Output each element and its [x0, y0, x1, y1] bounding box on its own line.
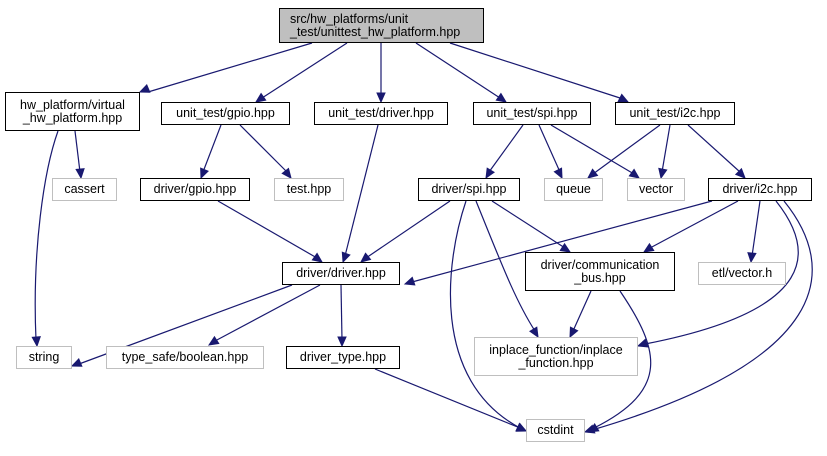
node-driver-type[interactable]: driver_type.hpp	[286, 346, 400, 369]
arrowhead-icon	[553, 167, 563, 180]
arrowhead-icon	[559, 242, 572, 253]
node-cstdint[interactable]: cstdint	[526, 419, 585, 442]
node-string[interactable]: string	[16, 346, 72, 369]
node-driver-gpio[interactable]: driver/gpio.hpp	[140, 178, 250, 201]
edge-ut-i2c-to-vector	[661, 124, 671, 173]
arrowhead-icon	[75, 168, 85, 180]
arrowhead-icon	[628, 168, 640, 179]
edge-ut-i2c-to-queue	[592, 124, 661, 175]
node-vector[interactable]: vector	[627, 178, 685, 201]
arrowhead-icon	[376, 92, 386, 104]
arrowhead-icon	[254, 92, 267, 103]
node-driver-spi[interactable]: driver/spi.hpp	[418, 178, 520, 201]
arrowhead-icon	[200, 167, 209, 180]
edge-drv-spi-to-drv-driver	[365, 200, 451, 259]
arrowhead-icon	[360, 252, 372, 263]
node-root-unittest-hw-platform[interactable]: src/hw_platforms/unit _test/unittest_hw_…	[279, 8, 484, 43]
edge-drv-i2c-to-etl-vector	[751, 200, 761, 257]
arrowhead-icon	[485, 167, 495, 180]
edge-root-to-ut-spi	[415, 42, 501, 99]
arrowhead-icon	[337, 336, 347, 348]
arrowhead-icon	[569, 326, 579, 339]
node-unit-test-spi[interactable]: unit_test/spi.hpp	[473, 102, 591, 125]
edge-ut-spi-to-drv-spi	[488, 124, 524, 173]
edge-drv-driver-to-boolean	[214, 284, 321, 342]
node-unit-test-gpio[interactable]: unit_test/gpio.hpp	[161, 102, 290, 125]
arrowhead-icon	[311, 252, 323, 263]
edge-comm-bus-to-inplace-fn	[572, 290, 592, 332]
edge-ut-driver-to-drv-driver	[344, 124, 379, 257]
arrowhead-icon	[734, 167, 746, 179]
edge-drv-i2c-to-drv-driver	[411, 200, 713, 283]
edge-drv-spi-to-inplace-fn	[475, 200, 536, 332]
edge-ut-i2c-to-drv-i2c	[687, 124, 741, 173]
edge-driver-type-to-cstdint	[374, 368, 521, 429]
arrowhead-icon	[207, 335, 220, 346]
node-test-hpp[interactable]: test.hpp	[274, 178, 344, 201]
arrowhead-icon	[642, 242, 655, 253]
node-driver-communication-bus[interactable]: driver/communication _bus.hpp	[525, 252, 675, 291]
edge-virtual-hw-to-cassert	[74, 130, 81, 173]
arrowhead-icon	[31, 336, 41, 348]
arrowhead-icon	[587, 423, 600, 433]
edge-ut-spi-to-queue	[538, 124, 561, 173]
arrowhead-icon	[587, 168, 599, 179]
edge-ut-spi-to-vector	[550, 124, 635, 175]
edge-comm-bus-to-cstdint	[593, 290, 652, 429]
edge-drv-i2c-to-comm-bus	[649, 200, 739, 249]
edge-drv-driver-to-driver-type	[340, 284, 343, 341]
node-inplace-function[interactable]: inplace_function/inplace _function.hpp	[474, 337, 638, 376]
edge-drv-i2c-to-inplace-fn	[644, 200, 799, 345]
arrowhead-icon	[403, 276, 416, 286]
edge-ut-gpio-to-drv-gpio	[202, 124, 222, 173]
node-queue[interactable]: queue	[544, 178, 603, 201]
node-type-safe-boolean[interactable]: type_safe/boolean.hpp	[106, 346, 264, 369]
edge-drv-spi-to-comm-bus	[491, 200, 566, 249]
node-cassert[interactable]: cassert	[52, 178, 117, 201]
edge-root-to-virtual-hw	[147, 42, 313, 93]
arrowhead-icon	[138, 83, 151, 93]
arrowhead-icon	[495, 92, 508, 103]
edge-virtual-hw-to-string	[34, 130, 59, 341]
node-driver-i2c[interactable]: driver/i2c.hpp	[708, 178, 812, 201]
node-driver-driver[interactable]: driver/driver.hpp	[282, 262, 400, 285]
arrowhead-icon	[70, 357, 83, 367]
arrowhead-icon	[658, 167, 668, 180]
edge-drv-i2c-to-cstdint	[591, 200, 813, 431]
node-unit-test-i2c[interactable]: unit_test/i2c.hpp	[615, 102, 735, 125]
edge-drv-gpio-to-drv-driver	[217, 200, 318, 259]
arrowhead-icon	[617, 93, 630, 103]
node-virtual-hw-platform[interactable]: hw_platform/virtual _hw_platform.hpp	[5, 92, 140, 131]
edge-root-to-ut-gpio	[261, 42, 348, 99]
arrowhead-icon	[515, 422, 528, 432]
arrowhead-icon	[281, 167, 292, 179]
arrowhead-icon	[636, 338, 649, 348]
arrowhead-icon	[529, 326, 539, 339]
node-unit-test-driver[interactable]: unit_test/driver.hpp	[314, 102, 448, 125]
node-etl-vector[interactable]: etl/vector.h	[698, 262, 786, 285]
edge-root-to-ut-i2c	[449, 42, 621, 99]
arrowhead-icon	[747, 252, 757, 264]
edge-drv-spi-to-cstdint	[449, 200, 521, 429]
arrowhead-icon	[341, 251, 351, 264]
edge-ut-gpio-to-test-hpp	[239, 124, 288, 173]
